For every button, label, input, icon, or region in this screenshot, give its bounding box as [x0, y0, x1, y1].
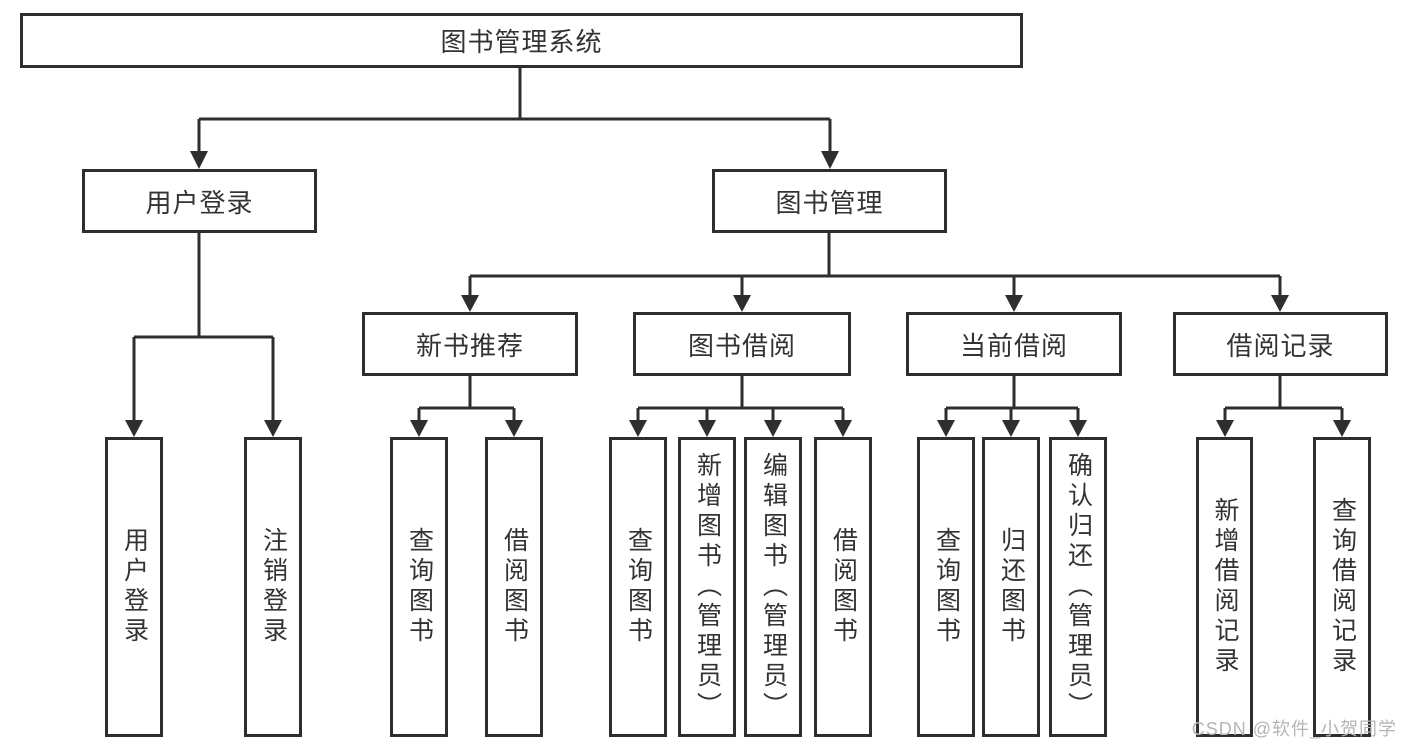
connector-newbooks-branch	[410, 376, 523, 437]
node-label: 新书推荐	[415, 330, 524, 361]
node-label: 图书管理系统	[440, 27, 603, 57]
leaf-borrow-books-recommend: 借阅图书	[485, 437, 543, 737]
node-label: 图书管理	[775, 187, 884, 218]
node-label: 新增图书（管理员）	[693, 452, 722, 722]
node-label: 用户登录	[145, 187, 254, 218]
leaf-query-books-recommend: 查询图书	[390, 437, 448, 737]
leaf-query-books-borrowing: 查询图书	[609, 437, 667, 737]
node-label: 用户登录	[120, 527, 149, 647]
leaf-add-books-admin: 新增图书（管理员）	[678, 437, 736, 737]
connector-borrowing-branch	[629, 376, 852, 437]
leaf-query-books-current: 查询图书	[917, 437, 975, 737]
node-current-borrowing: 当前借阅	[906, 312, 1122, 376]
leaf-query-borrow-record: 查询借阅记录	[1313, 437, 1371, 737]
node-book-borrowing: 图书借阅	[633, 312, 851, 376]
node-label: 查询图书	[624, 527, 653, 647]
node-label: 查询借阅记录	[1328, 497, 1357, 677]
leaf-confirm-return-admin: 确认归还（管理员）	[1049, 437, 1107, 737]
node-new-book-recommend: 新书推荐	[362, 312, 578, 376]
connector-bookmgmt-to-level3	[461, 233, 1289, 312]
node-label: 查询图书	[932, 527, 961, 647]
leaf-user-login: 用户登录	[105, 437, 163, 737]
node-label: 注销登录	[259, 527, 288, 647]
leaf-logout: 注销登录	[244, 437, 302, 737]
leaf-edit-books-admin: 编辑图书（管理员）	[744, 437, 802, 737]
connector-userlogin-branch	[125, 233, 282, 437]
node-label: 借阅记录	[1226, 330, 1335, 361]
leaf-return-books: 归还图书	[982, 437, 1040, 737]
node-label: 编辑图书（管理员）	[759, 452, 788, 722]
connector-root-to-level2	[190, 68, 839, 169]
node-label: 图书借阅	[687, 330, 796, 361]
node-label: 当前借阅	[959, 330, 1068, 361]
node-label: 借阅图书	[500, 527, 529, 647]
node-label: 借阅图书	[829, 527, 858, 647]
node-user-login-group: 用户登录	[82, 169, 317, 233]
node-label: 查询图书	[405, 527, 434, 647]
node-borrowing-records: 借阅记录	[1173, 312, 1388, 376]
leaf-add-borrow-record: 新增借阅记录	[1196, 437, 1253, 737]
node-label: 归还图书	[997, 527, 1026, 647]
leaf-borrow-books: 借阅图书	[814, 437, 872, 737]
node-book-management: 图书管理	[712, 169, 947, 233]
node-label: 确认归还（管理员）	[1064, 452, 1093, 722]
node-root-library-system: 图书管理系统	[20, 13, 1023, 68]
connector-records-branch	[1216, 376, 1351, 437]
connector-current-branch	[937, 376, 1087, 437]
csdn-watermark: CSDN @软件_小贺同学	[1191, 719, 1397, 739]
node-label: 新增借阅记录	[1211, 497, 1239, 677]
